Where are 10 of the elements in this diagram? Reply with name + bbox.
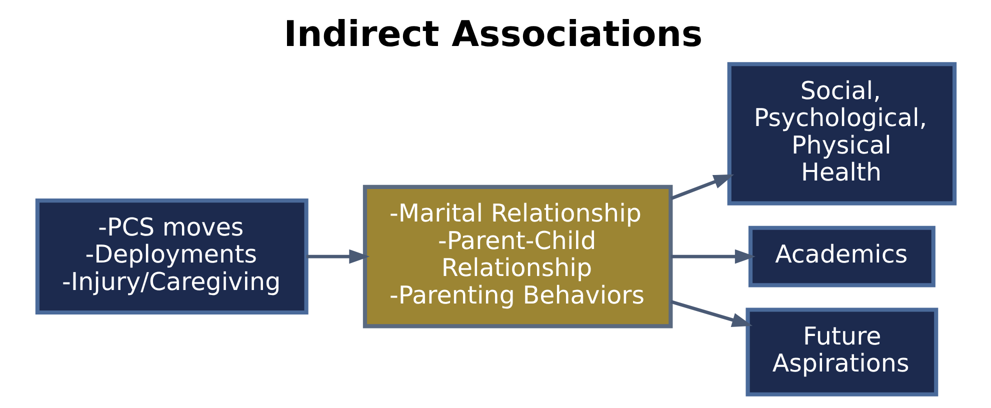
- diagram-title: Indirect Associations: [283, 14, 702, 56]
- node-box: -PCS moves -Deployments -Injury/Caregiving: [34, 198, 308, 315]
- arrow: [306, 249, 370, 264]
- arrow: [670, 300, 752, 327]
- node-box: Academics: [748, 226, 935, 288]
- node-box: -Marital Relationship -Parent-Child Relationship -Parenting Behaviors: [362, 184, 672, 328]
- arrow: [670, 174, 734, 200]
- node-box: Social, Psychological, Physical Health: [726, 62, 956, 206]
- arrow: [670, 249, 755, 264]
- node-box: Future Aspirations: [745, 308, 938, 396]
